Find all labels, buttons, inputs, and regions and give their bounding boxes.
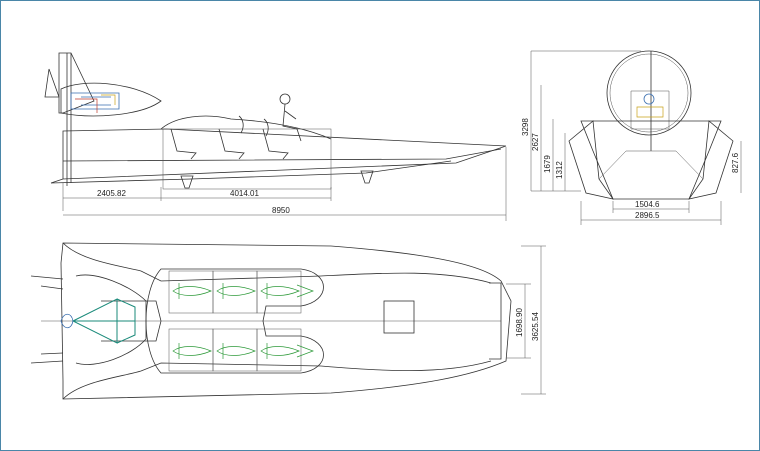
- hull-side: [62, 128, 507, 180]
- tail-fin: [58, 52, 95, 114]
- dim-height-4: 1312: [555, 161, 564, 179]
- forward-hatch: [383, 300, 415, 334]
- engine-frame-top: [71, 298, 136, 344]
- pilot-head: [279, 93, 291, 105]
- dim-overall-beam: 3625.54: [531, 312, 540, 341]
- pilot-body: [282, 103, 302, 142]
- shroud-side: [60, 82, 162, 117]
- cockpit-plan: [145, 268, 324, 374]
- cockpit-canopy: [160, 115, 332, 140]
- dim-height-2: 2627: [531, 133, 540, 151]
- dim-inner-width: 1504.6: [635, 200, 660, 209]
- pilot-head-front: [643, 93, 655, 105]
- propeller-shroud-front: [606, 50, 692, 136]
- seat-3: [262, 128, 289, 160]
- strake-fwd: [360, 170, 374, 184]
- hull-plan: [60, 242, 512, 400]
- passengers-lower: [172, 346, 300, 356]
- seat-1: [170, 128, 197, 160]
- seat-box-4: [168, 328, 214, 372]
- right-sponson: [688, 120, 734, 200]
- dim-total-length: 8950: [272, 206, 290, 215]
- dim-height-3: 1679: [543, 155, 552, 173]
- dim-mid-length: 4014.01: [230, 189, 259, 198]
- dim-aft-length: 2405.82: [97, 189, 126, 198]
- seat-box-6: [256, 328, 302, 372]
- passengers-upper: [172, 286, 300, 296]
- dim-cockpit-width: 1698.90: [515, 308, 524, 337]
- engine-side: [70, 92, 120, 110]
- cockpit-front: [630, 90, 670, 130]
- hull-bottom: [50, 160, 452, 184]
- tail-struts: [30, 275, 64, 364]
- seat-box-3: [256, 270, 302, 314]
- rudder: [44, 68, 60, 98]
- seat-box-1: [168, 270, 214, 314]
- strake-aft: [180, 175, 194, 189]
- seat-2: [218, 128, 245, 160]
- left-sponson: [568, 120, 614, 200]
- dim-sponson-height: 827.6: [731, 152, 740, 173]
- dim-overall-width: 2896.5: [635, 211, 660, 220]
- top-view: 1698.90 3625.54: [30, 242, 546, 400]
- seat-box-2: [212, 270, 258, 314]
- cockpit-box: [162, 128, 332, 190]
- front-view: 3298 2627 1679 1312 827.6 1504.6 2896.5: [521, 50, 742, 225]
- side-view: 2405.82 4014.01 8950: [44, 52, 507, 221]
- dim-height-total: 3298: [521, 118, 530, 136]
